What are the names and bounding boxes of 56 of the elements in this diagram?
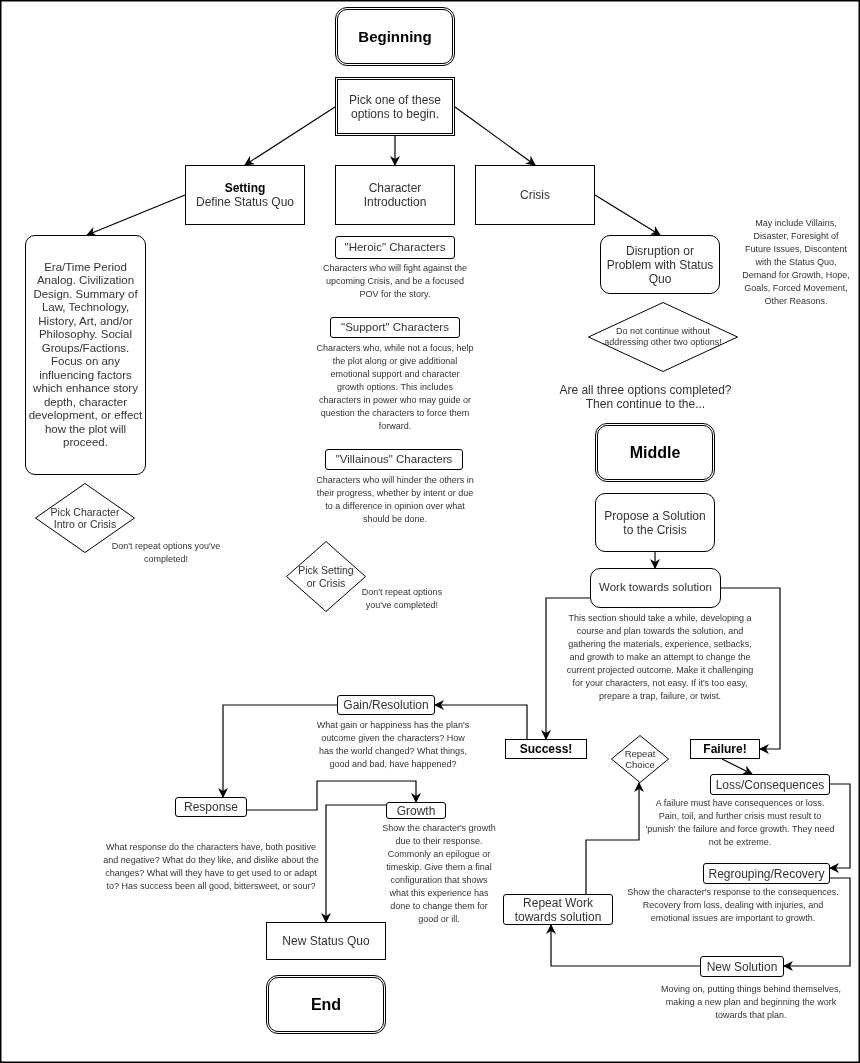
arrow: [390, 135, 400, 166]
step-label-box: Loss/Consequences: [710, 774, 830, 795]
arrow: [721, 758, 753, 775]
process-box: Setting Define Status Quo: [185, 165, 305, 225]
rounded-box: Disruption or Problem with Status Quo: [600, 235, 720, 294]
arrow: [829, 783, 851, 873]
description-text: Characters who will hinder the others in their progress, whether by intent or due to a difference in opinion over what should be done.: [315, 474, 475, 526]
process-box: Character Introduction: [335, 165, 455, 225]
step-label-box: Response: [175, 797, 247, 817]
arrow: [321, 804, 387, 923]
arrow: [86, 194, 186, 237]
description-text: Characters who, while not a focus, help the plot along or give additional emotional support and character growth options. This includes characters in power who may guide or question the characters to force them forward.: [316, 342, 474, 433]
start-box: Pick one of these options to begin.: [335, 77, 455, 136]
process-box: Failure!: [690, 739, 760, 759]
arrow: [244, 106, 336, 166]
decision-diamond: Do not continue without addressing other two options!: [588, 302, 738, 372]
terminal-box: End: [266, 975, 386, 1034]
terminal-box: Middle: [595, 423, 715, 482]
step-label-box: "Heroic" Characters: [335, 236, 455, 259]
process-box: Crisis: [475, 165, 595, 225]
arrow: [783, 877, 851, 971]
note-text: Are all three options completed? Then continue to the...: [558, 383, 733, 411]
rounded-box: Propose a Solution to the Crisis: [595, 493, 715, 552]
arrow: [650, 551, 660, 569]
description-text: Don't repeat options you've completed!: [110, 540, 222, 566]
step-label-box: Growth: [386, 802, 446, 819]
step-label-box: "Support" Characters: [330, 317, 460, 338]
description-text: This section should take a while, developing a course and plan towards the solution, and gathering the materials, experience, setbacks, and growth to make an attempt to change the current projected outcome. Make it challenging for your characters, not easy. If it's too easy, prepare a trap, failure, or twist.: [566, 612, 754, 703]
description-text: Characters who will fight against the upcoming Crisis, and be a focused POV for the story.: [321, 262, 469, 301]
arrow: [218, 704, 338, 798]
arrow: [546, 924, 701, 967]
rounded-box: Era/Time Period Analog. Civilization Design. Summary of Law, Technology, History, Art, and/or Philosophy. Social Groups/Factions. Focus on any influencing factors which enhance story depth, character development, or effect how the plot will proceed.: [25, 235, 146, 475]
step-label-box: Regrouping/Recovery: [703, 863, 830, 884]
arrow: [594, 194, 661, 236]
arrow: [246, 780, 421, 811]
description-text: What gain or happiness has the plan's outcome given the characters? How has the world changed? What things, good and bad, have happened?: [316, 719, 470, 771]
process-box: New Status Quo: [266, 922, 386, 960]
step-label-box: Gain/Resolution: [337, 695, 435, 715]
arrow: [454, 106, 536, 166]
process-box: Success!: [505, 739, 587, 759]
arrow: [720, 587, 781, 754]
description-text: Show the character's response to the consequences. Recovery from loss, dealing with injuries, and emotional issues are important to growth.: [626, 886, 840, 925]
arrow: [541, 597, 591, 740]
description-text: What response do the characters have, both positive and negative? What do they like, and dislike about the changes? What will they have to get used to or adapt to? Has success been all good, bittersweet, or sour?: [102, 841, 320, 893]
note-text: May include Villains, Disaster, Foresight of Future Issues, Discontent with the Status Quo, Demand for Growth, Hope, Goals, Forced Movement, Other Reasons.: [741, 217, 851, 308]
step-label-box: "Villainous" Characters: [325, 449, 463, 470]
description-text: A failure must have consequences or loss. Pain, toil, and further crisis must result to 'punish' the failure and force growth. They need not be extreme.: [645, 797, 835, 849]
arrow: [434, 700, 528, 740]
terminal-box: Beginning: [335, 7, 455, 66]
step-label-box: Repeat Work towards solution: [503, 894, 613, 925]
decision-diamond: Repeat Choice: [611, 735, 669, 783]
arrow: [585, 782, 644, 895]
rounded-box: Work towards solution: [590, 568, 721, 608]
description-text: Moving on, putting things behind themselves, making a new plan and beginning the work towards that plan.: [659, 983, 843, 1022]
description-text: Don't repeat options you've completed!: [360, 586, 444, 612]
step-label-box: New Solution: [700, 956, 784, 977]
